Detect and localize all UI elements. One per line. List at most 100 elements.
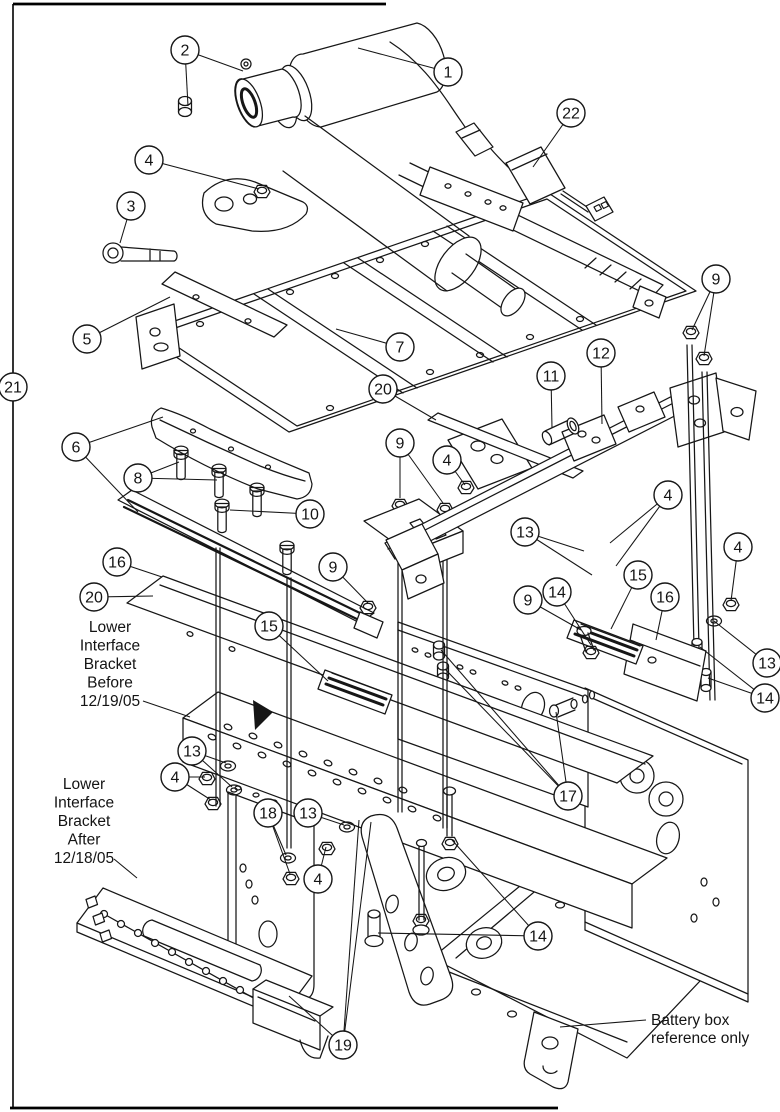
- callout-4: 4: [303, 864, 333, 894]
- callout-balloon-13: [177, 736, 207, 766]
- callout-balloon-9: [318, 552, 348, 582]
- clamp-rail: [117, 489, 384, 639]
- callout-15: 15: [254, 611, 284, 641]
- leader-line-1: [357, 47, 449, 73]
- callout-14: 14: [542, 577, 572, 607]
- callout-number-16: 16: [656, 590, 674, 607]
- callout-balloon-13: [752, 648, 780, 678]
- callout-1: 1: [433, 57, 463, 87]
- callout-balloon-5: [72, 324, 102, 354]
- leader-line-19: [342, 819, 360, 1046]
- note-battery-box-leader: [559, 1019, 647, 1028]
- callout-balloon-2: [170, 35, 200, 65]
- callout-balloon-11: [536, 361, 566, 391]
- callout-number-19: 19: [334, 1038, 352, 1055]
- callout-balloon-21: [0, 372, 28, 402]
- callout-number-4: 4: [734, 540, 743, 557]
- callout-balloon-7: [385, 332, 415, 362]
- callout-balloon-9: [513, 585, 543, 615]
- callout-4: 4: [134, 145, 164, 175]
- callout-balloon-17: [553, 781, 583, 811]
- callout-balloon-9: [385, 428, 415, 458]
- channel-bracket: [252, 979, 334, 1059]
- callout-balloon-4: [723, 532, 753, 562]
- callout-4: 4: [160, 762, 190, 792]
- callout-number-4: 4: [145, 153, 154, 170]
- callout-balloon-14: [750, 683, 780, 713]
- callout-9: 9: [701, 264, 731, 294]
- note-bracket-after-line-2: Bracket: [58, 813, 111, 830]
- callout-16: 16: [650, 582, 680, 612]
- callout-4: 4: [432, 445, 462, 475]
- note-bracket-after-line-1: Interface: [54, 795, 114, 812]
- callout-13: 13: [752, 648, 780, 678]
- callout-number-13: 13: [299, 806, 317, 823]
- diagram-artwork: [76, 22, 757, 1090]
- callout-13: 13: [293, 798, 323, 828]
- callout-14: 14: [523, 921, 553, 951]
- figure-border: [10, 2, 558, 1110]
- callout-number-4: 4: [443, 453, 452, 470]
- lower-bolts: [364, 786, 459, 948]
- slide-rail: [398, 162, 667, 319]
- note-bracket-before-line-3: Before: [87, 675, 133, 692]
- callout-4: 4: [723, 532, 753, 562]
- callout-2: 2: [170, 35, 200, 65]
- callout-balloon-13: [510, 517, 540, 547]
- callout-balloon-12: [586, 338, 616, 368]
- callout-10: 10: [295, 499, 325, 529]
- callout-16: 16: [102, 547, 132, 577]
- callout-number-9: 9: [396, 436, 405, 453]
- note-bracket-after-line-3: After: [68, 832, 101, 849]
- callout-balloon-22: [556, 98, 586, 128]
- callout-number-9: 9: [712, 272, 721, 289]
- callout-number-1: 1: [444, 65, 453, 82]
- callout-13: 13: [510, 517, 540, 547]
- callout-number-15: 15: [629, 568, 647, 585]
- callout-number-20: 20: [85, 590, 103, 607]
- note-battery-box-line-0: Battery box: [651, 1012, 730, 1029]
- leader-line-17: [444, 668, 569, 797]
- callout-balloon-10: [295, 499, 325, 529]
- callout-balloon-8: [123, 463, 153, 493]
- callout-7: 7: [385, 332, 415, 362]
- callout-balloon-6: [61, 432, 91, 462]
- note-bracket-before-line-1: Interface: [80, 638, 140, 655]
- callout-number-8: 8: [134, 471, 143, 488]
- callout-balloon-18: [253, 798, 283, 828]
- right-bracket-16: [566, 619, 707, 702]
- callout-balloon-16: [650, 582, 680, 612]
- callout-balloon-13: [293, 798, 323, 828]
- callout-12: 12: [586, 338, 616, 368]
- callout-balloon-16: [102, 547, 132, 577]
- callout-number-10: 10: [301, 507, 319, 524]
- leader-line-6: [75, 446, 139, 513]
- upper-rail-12: [384, 372, 757, 600]
- callout-11: 11: [536, 361, 566, 391]
- callout-number-9: 9: [329, 560, 338, 577]
- leader-line-5: [86, 296, 171, 340]
- callout-number-13: 13: [758, 656, 776, 673]
- callout-balloon-4: [160, 762, 190, 792]
- callout-number-5: 5: [83, 332, 92, 349]
- callout-6: 6: [61, 432, 91, 462]
- callout-balloon-4: [432, 445, 462, 475]
- gusset-bracket: [360, 813, 454, 1006]
- callout-balloon-4: [134, 145, 164, 175]
- callout-number-14: 14: [529, 929, 547, 946]
- note-battery-box-line-1: reference only: [651, 1030, 749, 1047]
- callout-14: 14: [750, 683, 780, 713]
- leader-line-4: [148, 159, 260, 190]
- leader-line-17: [440, 649, 569, 797]
- callout-number-4: 4: [171, 770, 180, 787]
- callout-20: 20: [79, 582, 109, 612]
- note-bracket-before-leader: [142, 700, 191, 718]
- callout-balloon-4: [303, 864, 333, 894]
- callout-number-14: 14: [756, 691, 774, 708]
- callout-number-12: 12: [592, 346, 610, 363]
- callout-balloon-19: [328, 1030, 358, 1060]
